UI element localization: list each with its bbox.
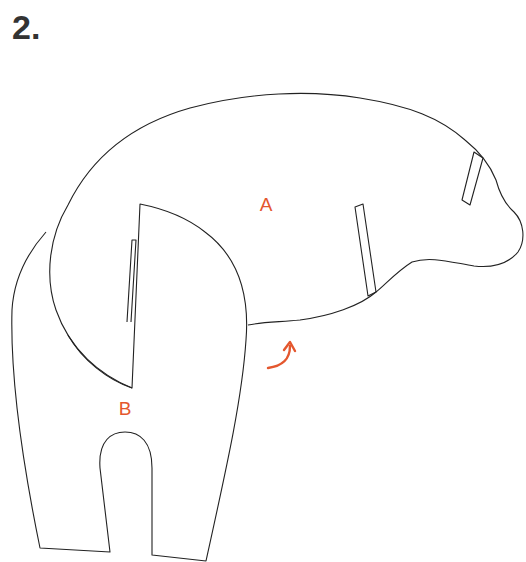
slot (355, 204, 376, 296)
rotate-arrow (268, 342, 295, 368)
part-label: A (260, 195, 273, 214)
slot (127, 240, 136, 322)
slot (462, 152, 483, 205)
part-b-outline (12, 204, 247, 561)
part-a-outline (50, 93, 523, 388)
part-label: B (119, 399, 132, 418)
step-number: 2. (12, 10, 40, 44)
